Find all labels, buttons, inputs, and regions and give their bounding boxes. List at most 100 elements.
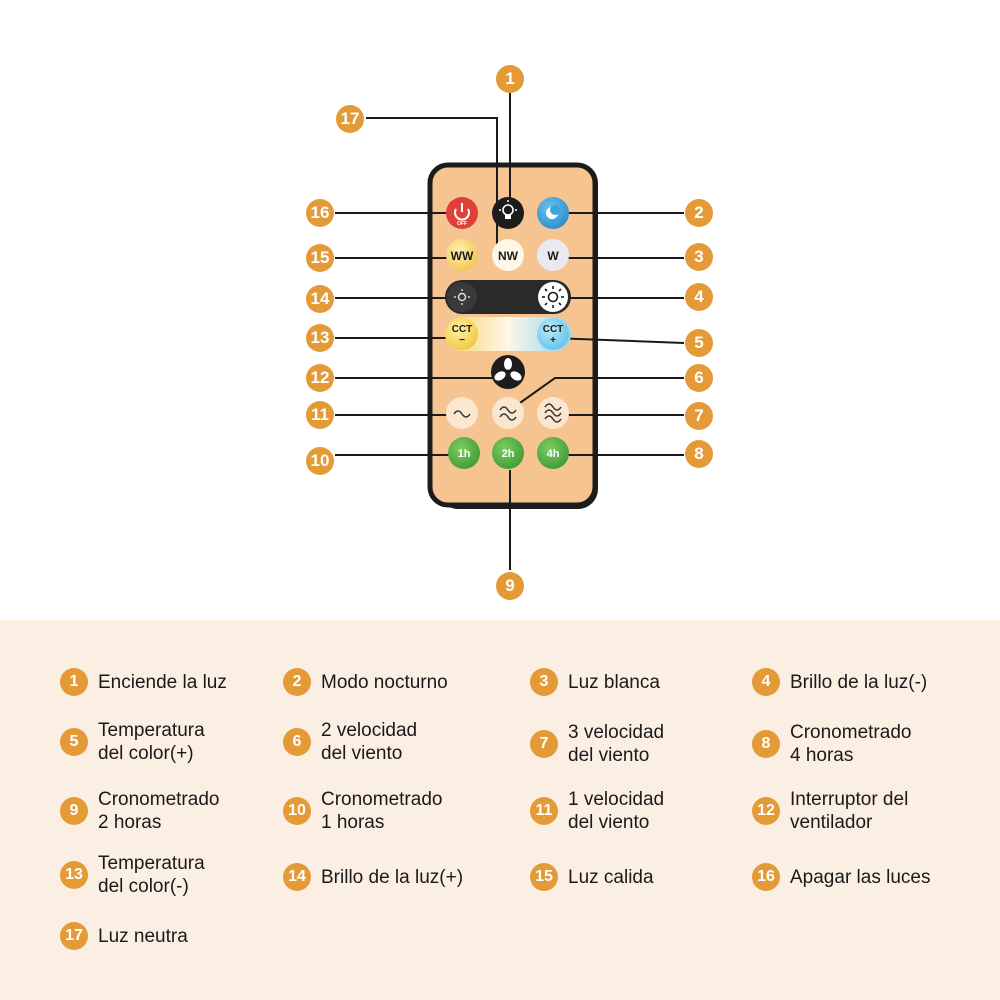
neutral-light-button[interactable]: NW bbox=[492, 239, 524, 271]
night-mode-button[interactable] bbox=[537, 197, 569, 229]
callout-12: 12 bbox=[306, 364, 334, 392]
cct-minus-sign: − bbox=[459, 335, 465, 346]
moon-icon bbox=[546, 205, 560, 219]
legend-item-5: 5 Temperatura del color(+) bbox=[60, 719, 205, 765]
legend-number: 4 bbox=[752, 668, 780, 696]
legend-text: Modo nocturno bbox=[321, 671, 448, 693]
timer-2h-label: 2h bbox=[502, 448, 515, 460]
wind-speed-3-button[interactable] bbox=[537, 397, 569, 429]
legend-number: 5 bbox=[60, 728, 88, 756]
legend-item-11: 11 1 velocidad del viento bbox=[530, 788, 664, 834]
wind-speed-1-button[interactable] bbox=[446, 397, 478, 429]
legend-item-9: 9 Cronometrado 2 horas bbox=[60, 788, 219, 834]
legend-number: 7 bbox=[530, 730, 558, 758]
power-icon bbox=[454, 203, 470, 221]
legend-item-3: 3 Luz blanca bbox=[530, 668, 660, 696]
w-label: W bbox=[547, 249, 559, 263]
legend-item-6: 6 2 velocidad del viento bbox=[283, 719, 417, 765]
callout-2: 2 bbox=[685, 199, 713, 227]
legend-text: Apagar las luces bbox=[790, 866, 931, 888]
brightness-down-button[interactable] bbox=[447, 282, 477, 312]
legend-text: Brillo de la luz(-) bbox=[790, 671, 928, 693]
legend-number: 2 bbox=[283, 668, 311, 696]
legend-number: 10 bbox=[283, 797, 311, 825]
callout-1: 1 bbox=[496, 65, 524, 93]
ww-label: WW bbox=[451, 249, 474, 263]
legend-text: Brillo de la luz(+) bbox=[321, 866, 464, 888]
legend-item-15: 15 Luz calida bbox=[530, 863, 654, 891]
legend-number: 1 bbox=[60, 668, 88, 696]
leader-lines bbox=[335, 93, 685, 570]
legend-text: Luz neutra bbox=[98, 925, 188, 947]
legend-item-1: 1 Enciende la luz bbox=[60, 668, 227, 696]
nw-label: NW bbox=[498, 249, 519, 263]
callout-14: 14 bbox=[306, 285, 334, 313]
legend-text: 3 velocidad del viento bbox=[568, 722, 665, 766]
callout-13: 13 bbox=[306, 324, 334, 352]
legend-number: 8 bbox=[752, 730, 780, 758]
legend-number: 12 bbox=[752, 797, 780, 825]
remote-diagram: OFF WW NW bbox=[306, 65, 713, 600]
callout-4: 4 bbox=[685, 283, 713, 311]
wind-speed-2-button[interactable] bbox=[492, 397, 524, 429]
legend-number: 6 bbox=[283, 728, 311, 756]
cct-plus-button[interactable]: CCT + bbox=[537, 318, 569, 350]
callout-15: 15 bbox=[306, 244, 334, 272]
off-button[interactable]: OFF bbox=[446, 197, 478, 229]
warm-light-button[interactable]: WW bbox=[446, 239, 478, 271]
legend-text: Enciende la luz bbox=[98, 671, 227, 693]
wind-speed-1-icon bbox=[453, 410, 471, 418]
legend-item-8: 8 Cronometrado 4 horas bbox=[752, 721, 911, 767]
cct-minus-label: CCT bbox=[452, 324, 473, 335]
legend-number: 14 bbox=[283, 863, 311, 891]
callout-16: 16 bbox=[306, 199, 334, 227]
fan-switch-button[interactable] bbox=[491, 355, 525, 389]
legend-item-13: 13 Temperatura del color(-) bbox=[60, 852, 205, 898]
callout-11: 11 bbox=[306, 401, 334, 429]
timer-1h-label: 1h bbox=[458, 448, 471, 460]
callout-8: 8 bbox=[685, 440, 713, 468]
legend-text: Interruptor del ventilador bbox=[790, 789, 909, 833]
legend-text: 1 velocidad del viento bbox=[568, 789, 665, 833]
legend-item-10: 10 Cronometrado 1 horas bbox=[283, 788, 442, 834]
wind-speed-3-icon bbox=[544, 403, 562, 423]
legend-text: Cronometrado 4 horas bbox=[790, 722, 912, 766]
timer-1h-button[interactable]: 1h bbox=[448, 437, 480, 469]
timer-4h-button[interactable]: 4h bbox=[537, 437, 569, 469]
brightness-bar bbox=[445, 280, 571, 314]
remote-illustration: OFF WW NW bbox=[335, 93, 685, 570]
legend-number: 17 bbox=[60, 922, 88, 950]
legend-panel: 1 Enciende la luz 2 Modo nocturno 3 Luz … bbox=[0, 620, 1000, 1000]
legend-item-7: 7 3 velocidad del viento bbox=[530, 721, 664, 767]
legend-number: 3 bbox=[530, 668, 558, 696]
lightbulb-icon bbox=[499, 200, 517, 219]
callout-7: 7 bbox=[685, 402, 713, 430]
callout-9: 9 bbox=[496, 572, 524, 600]
brightness-up-icon bbox=[542, 286, 564, 308]
callout-17: 17 bbox=[336, 105, 364, 133]
fan-icon bbox=[494, 358, 522, 381]
cct-minus-button[interactable]: CCT − bbox=[446, 318, 478, 350]
legend-text: Cronometrado 2 horas bbox=[98, 789, 220, 833]
callout-6: 6 bbox=[685, 364, 713, 392]
legend-item-4: 4 Brillo de la luz(-) bbox=[752, 668, 927, 696]
legend-text: Luz blanca bbox=[568, 671, 660, 693]
legend-text: Cronometrado 1 horas bbox=[321, 789, 443, 833]
legend-number: 16 bbox=[752, 863, 780, 891]
legend-text: Temperatura del color(+) bbox=[98, 720, 205, 764]
brightness-up-button[interactable] bbox=[538, 282, 568, 312]
timer-2h-button[interactable]: 2h bbox=[492, 437, 524, 469]
legend-item-2: 2 Modo nocturno bbox=[283, 668, 448, 696]
brightness-down-icon bbox=[454, 289, 470, 305]
legend-item-12: 12 Interruptor del ventilador bbox=[752, 788, 908, 834]
white-light-button[interactable]: W bbox=[537, 239, 569, 271]
light-on-button[interactable] bbox=[492, 197, 524, 229]
legend-item-17: 17 Luz neutra bbox=[60, 922, 188, 950]
off-label: OFF bbox=[457, 221, 467, 227]
callout-10: 10 bbox=[306, 447, 334, 475]
legend-text: 2 velocidad del viento bbox=[321, 720, 418, 764]
cct-plus-label: CCT bbox=[543, 324, 564, 335]
legend-text: Temperatura del color(-) bbox=[98, 853, 205, 897]
legend-number: 15 bbox=[530, 863, 558, 891]
legend-number: 9 bbox=[60, 797, 88, 825]
